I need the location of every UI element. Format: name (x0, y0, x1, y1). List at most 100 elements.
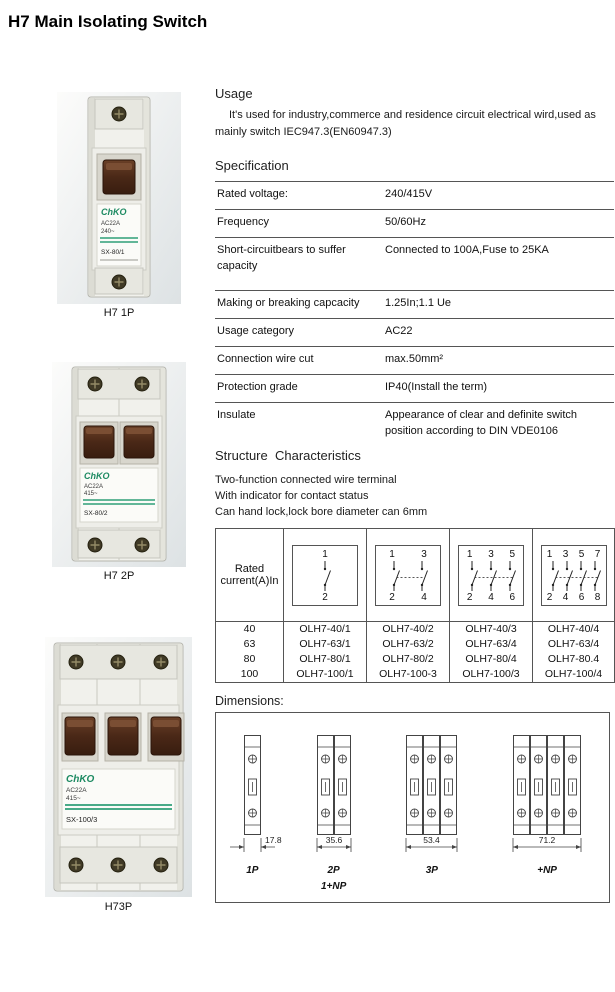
spec-label: Frequency (217, 216, 269, 229)
model-row: 40 OLH7-40/1 OLH7-40/2 OLH7-40/3 OLH7-40… (216, 621, 615, 637)
dimension-value: 71.2 (539, 835, 556, 845)
spec-value: 50/60Hz (385, 216, 426, 229)
dimension-label: 1P (246, 865, 259, 876)
dimensions-box: 17.8 1P 35.6 2P 1+NP (215, 712, 610, 903)
model-cell: OLH7-63/2 (366, 637, 450, 652)
product-photo-3p: ChKO AC22A 415~ SX-100/3 (45, 637, 192, 897)
brand-logo: ChKO (101, 207, 127, 217)
dimension-value: 17.8 (265, 835, 282, 845)
spec-value: Connected to 100A,Fuse to 25KA (385, 244, 549, 257)
dimensions-heading: Dimensions: (215, 694, 284, 708)
model-cell: OLH7-63/1 (283, 637, 367, 652)
dimension-value: 35.6 (325, 835, 342, 845)
spec-row: Making or breaking capcacity 1.25In;1.1 … (215, 289, 614, 318)
label-line: SX-80/1 (101, 249, 125, 256)
spec-label: Rated voltage: (217, 188, 288, 200)
dimension-sublabel: 1+NP (320, 881, 347, 892)
label-line: AC22A (66, 787, 87, 794)
product-photo-1p: ChKO AC22A 240~ SX-80/1 (57, 92, 181, 304)
spec-value: 240/415V (385, 188, 433, 200)
spec-label: Usage category (217, 324, 295, 337)
spec-label: Making or breaking capcacity (217, 296, 360, 309)
specification-table: Rated voltage: 240/415V Frequency 50/60H… (215, 181, 614, 446)
pole-diagram-1p: 1 2 (292, 544, 358, 606)
spec-row: Protection grade IP40(Install the term) (215, 374, 614, 402)
brand-logo: ChKO (84, 471, 110, 481)
model-cell: OLH7-100/1 (283, 667, 367, 683)
label-line: 415~ (66, 795, 81, 802)
product-caption-3p: H73P (104, 901, 133, 913)
spec-value: 1.25In;1.1 Ue (385, 296, 452, 309)
spec-value: AC22 (385, 324, 413, 337)
dimension-drawing-2p: 35.6 2P 1+NP (295, 733, 373, 893)
spec-row: Frequency 50/60Hz (215, 209, 614, 237)
structure-heading: Structure Characteristics (215, 448, 361, 463)
structure-lines: Two-function connected wire terminal Wit… (215, 472, 427, 520)
label-line: AC22A (101, 221, 120, 227)
product-caption-1p: H7 1P (103, 307, 135, 319)
model-cell: OLH7-80/1 (283, 652, 367, 667)
model-cell: OLH7-80/4 (449, 652, 533, 667)
spec-row: Usage category AC22 (215, 317, 614, 346)
model-cell: OLH7-100/3 (449, 667, 533, 683)
spec-label: Short-circuitbears to suffer capacity (217, 244, 346, 272)
model-row: 100 OLH7-100/1 OLH7-100-3 OLH7-100/3 OLH… (216, 667, 615, 683)
usage-text: It's used for industry,commerce and resi… (215, 109, 596, 139)
page-title: H7 Main Isolating Switch (8, 12, 208, 31)
spec-row: Short-circuitbears to suffer capacity Co… (215, 237, 614, 289)
model-cell: OLH7-80.4 (532, 652, 615, 667)
dimension-label: 3P (425, 865, 438, 876)
product-caption-2p: H7 2P (103, 570, 135, 582)
current-cell: 100 (240, 668, 259, 680)
spec-row: Rated voltage: 240/415V (215, 181, 614, 209)
current-cell: 40 (243, 623, 256, 635)
model-cell: OLH7-100-3 (366, 667, 450, 683)
spec-label: Protection grade (217, 381, 298, 394)
dimension-drawing-3p: 53.4 3P (384, 733, 479, 877)
rated-current-header: Rated current(A)In (215, 528, 284, 622)
spec-value: max.50mm² (385, 353, 444, 366)
spec-label: Insulate (217, 409, 256, 422)
dimension-label: +NP (537, 865, 557, 876)
dimension-label: 2P (327, 865, 340, 876)
model-row: 63 OLH7-63/1 OLH7-63/2 OLH7-63/4 OLH7-63… (216, 637, 615, 652)
model-row: 80 OLH7-80/1 OLH7-80/2 OLH7-80/4 OLH7-80… (216, 652, 615, 667)
current-cell: 80 (243, 653, 256, 665)
specification-heading: Specification (215, 158, 289, 173)
label-line: AC22A (84, 484, 103, 490)
pole-diagram-cell: 1 2 (283, 528, 367, 622)
label-line: SX-80/2 (84, 510, 108, 517)
spec-label: Connection wire cut (217, 353, 314, 366)
model-cell: OLH7-63/4 (532, 637, 615, 652)
structure-line: With indicator for contact status (215, 490, 369, 502)
model-cell: OLH7-40/3 (449, 621, 533, 637)
brand-logo: ChKO (66, 774, 95, 785)
model-cell: OLH7-40/4 (532, 621, 615, 637)
model-cell: OLH7-40/2 (366, 621, 450, 637)
spec-row: Insulate Appearance of clear and definit… (215, 402, 614, 445)
product-photo-2p: ChKO AC22A 415~ SX-80/2 (52, 362, 186, 567)
spec-value: Appearance of clear and definite switch … (385, 409, 578, 437)
spec-value: IP40(Install the term) (385, 381, 488, 394)
dimension-value: 53.4 (424, 835, 441, 845)
label-line: 415~ (84, 491, 98, 497)
model-cell: OLH7-100/4 (532, 667, 615, 683)
dimension-drawing-4p: 71.2 +NP (491, 733, 603, 877)
model-cell: OLH7-40/1 (283, 621, 367, 637)
model-cell: OLH7-63/4 (449, 637, 533, 652)
structure-line: Two-function connected wire terminal (215, 474, 397, 486)
spec-row: Connection wire cut max.50mm² (215, 346, 614, 374)
dimension-drawing-1p: 17.8 1P (222, 733, 283, 877)
current-cell: 63 (243, 638, 256, 650)
label-line: 240~ (101, 229, 115, 235)
model-cell: OLH7-80/2 (366, 652, 450, 667)
usage-heading: Usage (215, 86, 253, 101)
